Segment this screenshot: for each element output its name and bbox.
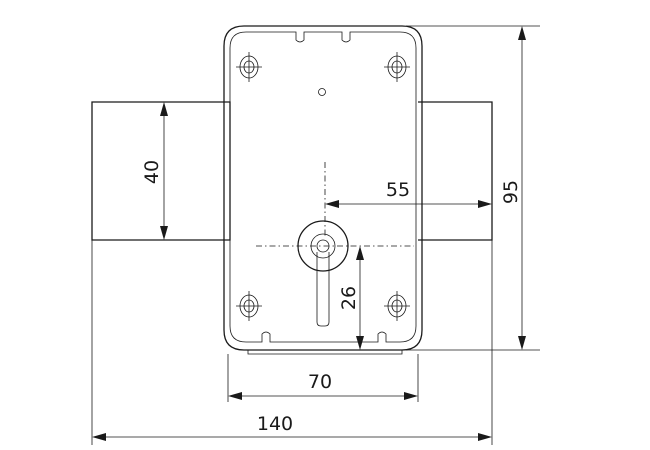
mounting-hole-bottom-right xyxy=(384,291,410,321)
dim-total-width-label: 140 xyxy=(257,413,293,435)
mounting-hole-top-left xyxy=(236,52,262,82)
dim-height: 95 xyxy=(500,26,526,350)
dim-keyhole-offset: 26 xyxy=(338,246,364,350)
bolt-right xyxy=(418,101,493,241)
dim-keyhole-offset-label: 26 xyxy=(338,286,360,310)
mounting-hole-bottom-left xyxy=(236,291,262,321)
dim-case-width: 70 xyxy=(228,371,418,400)
mounting-hole-top-right xyxy=(384,52,410,82)
dim-height-label: 95 xyxy=(500,180,522,204)
dim-backset: 55 xyxy=(325,179,492,208)
dim-case-width-label: 70 xyxy=(308,371,332,393)
case-bottom-lip xyxy=(247,350,403,355)
extension-lines xyxy=(91,25,540,445)
lock-plate-inner xyxy=(229,31,417,343)
dim-bolt-height-label: 40 xyxy=(141,160,163,184)
dim-total-width: 140 xyxy=(92,413,492,441)
dim-backset-label: 55 xyxy=(386,179,410,201)
dim-bolt-height: 40 xyxy=(141,102,168,240)
pin-hole xyxy=(318,88,326,96)
